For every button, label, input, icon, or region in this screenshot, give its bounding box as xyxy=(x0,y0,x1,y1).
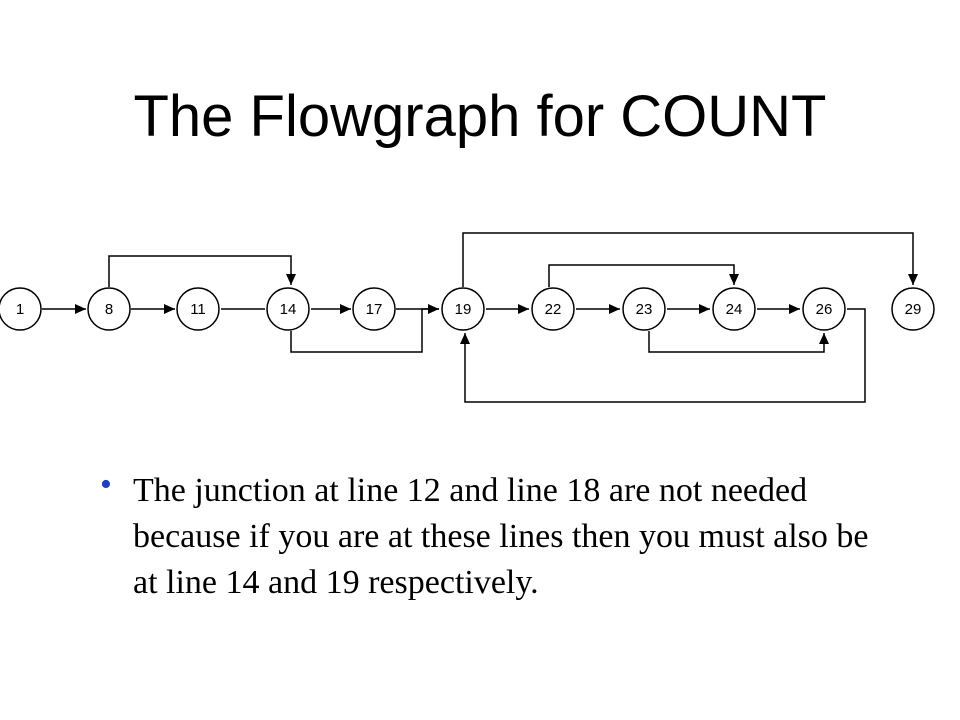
bullet-text: The junction at line 12 and line 18 are … xyxy=(133,472,869,601)
slide-title: The Flowgraph for COUNT xyxy=(133,84,827,149)
edge-8-14 xyxy=(108,255,296,287)
bullet-dot-icon: • xyxy=(100,466,112,503)
node-label: 26 xyxy=(816,301,833,318)
edge-26-19 xyxy=(460,308,866,403)
edge-23-26 xyxy=(648,331,829,353)
node-label: 17 xyxy=(366,301,383,318)
node-22: 22 xyxy=(531,287,575,331)
node-19: 19 xyxy=(441,287,485,331)
edge-14-19 xyxy=(290,308,439,353)
node-label: 14 xyxy=(280,301,297,318)
node-23: 23 xyxy=(622,287,666,331)
node-label: 19 xyxy=(455,301,472,318)
node-26: 26 xyxy=(802,287,846,331)
node-29: 29 xyxy=(891,287,935,331)
node-8: 8 xyxy=(87,287,131,331)
node-17: 17 xyxy=(352,287,396,331)
node-label: 23 xyxy=(636,301,653,318)
node-label: 11 xyxy=(190,301,206,318)
node-11: 11 xyxy=(176,287,220,331)
node-label: 1 xyxy=(16,301,24,318)
edge-19-29 xyxy=(462,232,918,287)
edge-22-24 xyxy=(548,264,739,287)
node-label: 24 xyxy=(726,301,743,318)
node-label: 29 xyxy=(905,301,922,318)
node-24: 24 xyxy=(712,287,756,331)
node-1: 1 xyxy=(0,287,42,331)
node-label: 22 xyxy=(545,301,562,318)
node-label: 8 xyxy=(105,301,113,318)
node-14: 14 xyxy=(266,287,310,331)
